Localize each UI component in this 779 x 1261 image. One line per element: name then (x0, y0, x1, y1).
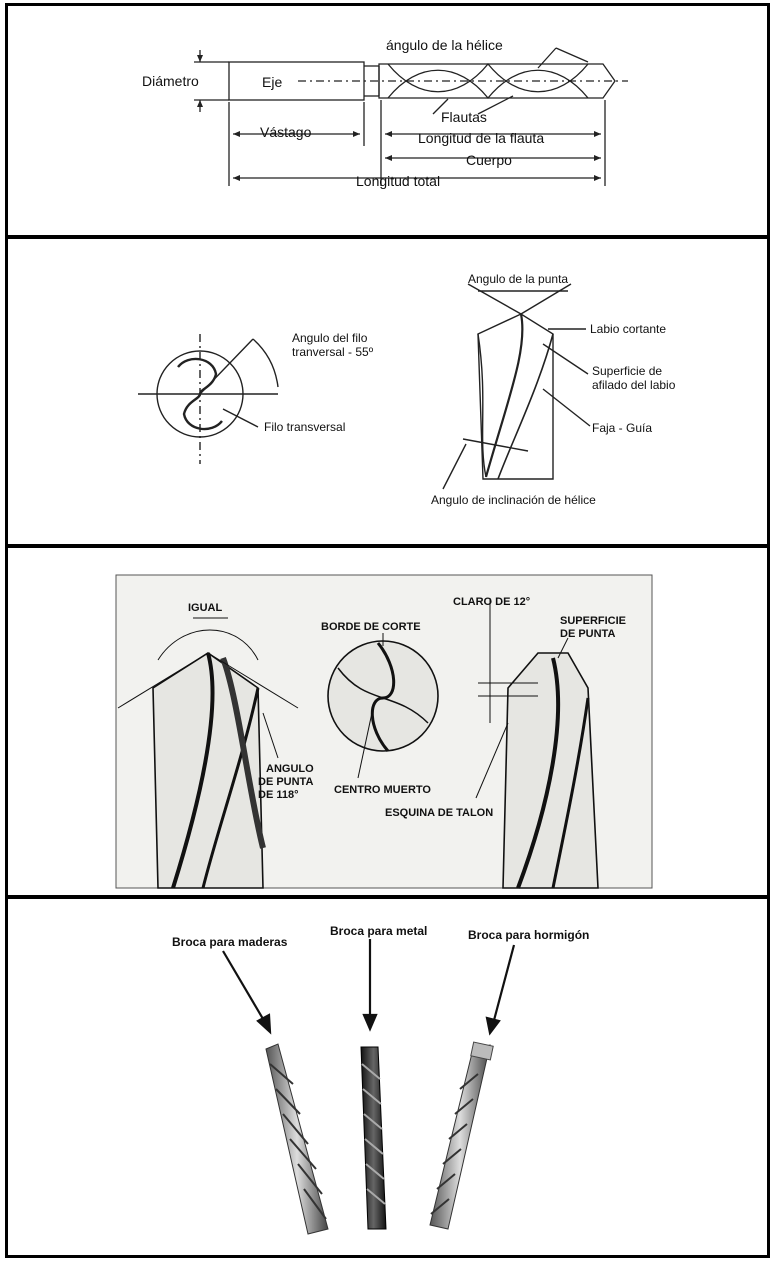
label-broca-metal: Broca para metal (330, 924, 427, 938)
label-centro-muerto: CENTRO MUERTO (334, 784, 431, 796)
drill-point-diagram: Angulo del filo tranversal - 55º Filo tr… (138, 272, 676, 507)
label-filo-transversal: Filo transversal (264, 420, 345, 434)
shank-shape (228, 61, 365, 101)
label-broca-hormigon: Broca para hormigón (468, 928, 589, 942)
drill-body-shape (378, 63, 616, 99)
label-superficie-1: Superficie de (592, 364, 662, 378)
drill-types-diagram: Broca para maderas Broca para metal Broc… (172, 924, 589, 1235)
drill-anatomy-panel: Diámetro Eje ángulo de la hélice Flautas… (5, 3, 770, 238)
label-longitud-flauta: Longitud de la flauta (418, 130, 544, 146)
label-angulo-helice: ángulo de la hélice (386, 37, 503, 53)
label-flautas: Flautas (441, 109, 487, 125)
drill-end-view-3 (327, 640, 439, 752)
label-cuerpo: Cuerpo (466, 152, 512, 168)
flute-curve (387, 62, 589, 93)
label-angulo-punta: Angulo de la punta (468, 272, 568, 286)
label-broca-maderas: Broca para maderas (172, 935, 288, 949)
label-superficie-2: afilado del labio (592, 378, 676, 392)
label-superficie-punta-1: SUPERFICIE (560, 615, 626, 627)
label-claro: CLARO DE 12° (453, 596, 530, 608)
label-superficie-punta-2: DE PUNTA (560, 628, 615, 640)
label-angulo-2: DE PUNTA (258, 776, 313, 788)
label-angulo-filo-2: tranversal - 55º (292, 345, 374, 359)
label-angulo-3: DE 118° (258, 789, 298, 801)
label-esquina-talon: ESQUINA DE TALON (385, 807, 493, 819)
label-angulo-1: ANGULO (266, 763, 314, 775)
wood-drill-bit (265, 1043, 329, 1235)
drill-anatomy-diagram: Diámetro Eje ángulo de la hélice Flautas… (142, 37, 628, 189)
point-geometry-diagram: IGUAL ANGULO DE PUNTA DE 118° BORDE DE C… (115, 574, 653, 889)
label-eje: Eje (262, 74, 282, 90)
drill-side-view (477, 313, 554, 480)
flute-curve (387, 69, 589, 100)
label-angulo-filo-1: Angulo del filo (292, 331, 368, 345)
label-borde-corte: BORDE DE CORTE (321, 621, 421, 633)
label-vastago: Vástago (260, 124, 312, 140)
label-faja-guia: Faja - Guía (592, 421, 652, 435)
drill-types-panel: Broca para maderas Broca para metal Broc… (5, 896, 770, 1258)
label-diametro: Diámetro (142, 73, 199, 89)
masonry-drill-bit (429, 1041, 494, 1230)
label-longitud-total: Longitud total (356, 173, 440, 189)
label-angulo-inclinacion: Angulo de inclinación de hélice (431, 493, 596, 507)
metal-drill-bit (360, 1046, 387, 1230)
label-labio-cortante: Labio cortante (590, 322, 666, 336)
drill-point-panel: Angulo del filo tranversal - 55º Filo tr… (5, 236, 770, 547)
label-igual: IGUAL (188, 602, 223, 614)
point-geometry-panel: IGUAL ANGULO DE PUNTA DE 118° BORDE DE C… (5, 545, 770, 898)
